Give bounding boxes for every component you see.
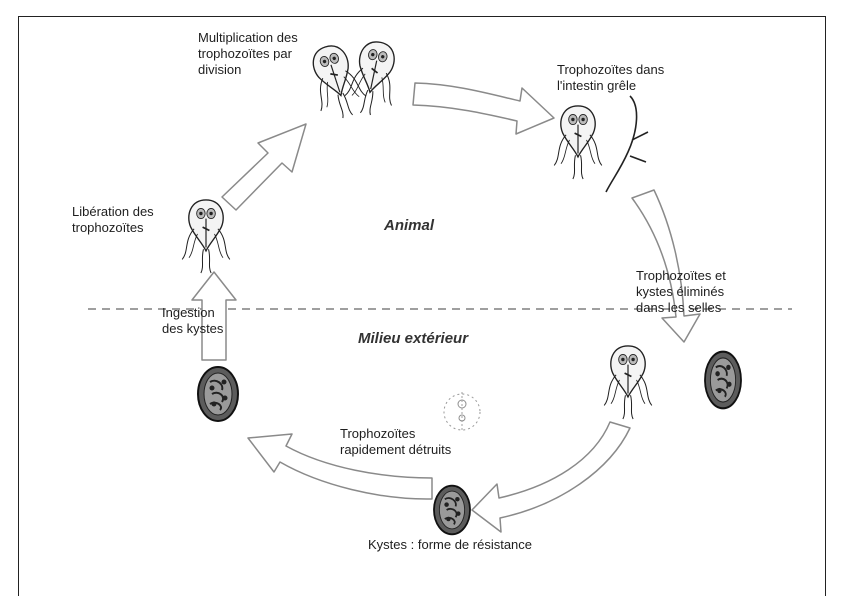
arrow-liberation-to-multiplication — [222, 124, 306, 210]
arrow-to-cysts — [472, 422, 630, 532]
label-destroyed: Trophozoïtes rapidement détruits — [340, 426, 451, 458]
label-ingestion: Ingestion des kystes — [162, 305, 223, 337]
zone-animal-label: Animal — [384, 217, 434, 234]
label-liberation: Libération des trophozoïtes — [72, 204, 154, 236]
arrow-multiplication-to-intestine — [413, 83, 554, 134]
dividing-trophozoites — [303, 37, 404, 123]
excreted-trophozoite — [604, 346, 652, 419]
arrow-intestine-to-elimination — [632, 190, 700, 342]
zone-exterior-label: Milieu extérieur — [358, 330, 468, 347]
liberated-trophozoite — [182, 200, 230, 273]
label-cysts-resistance: Kystes : forme de résistance — [368, 537, 532, 553]
intestine-trophozoites — [554, 96, 648, 192]
cyst-bottom — [434, 486, 470, 535]
cyst-left — [198, 367, 238, 421]
label-elimination: Trophozoïtes et kystes éliminés dans les… — [636, 268, 726, 316]
label-multiplication: Multiplication des trophozoïtes par divi… — [198, 30, 298, 78]
cyst-right — [705, 352, 741, 409]
label-intestine: Trophozoïtes dans l'intestin grêle — [557, 62, 664, 94]
